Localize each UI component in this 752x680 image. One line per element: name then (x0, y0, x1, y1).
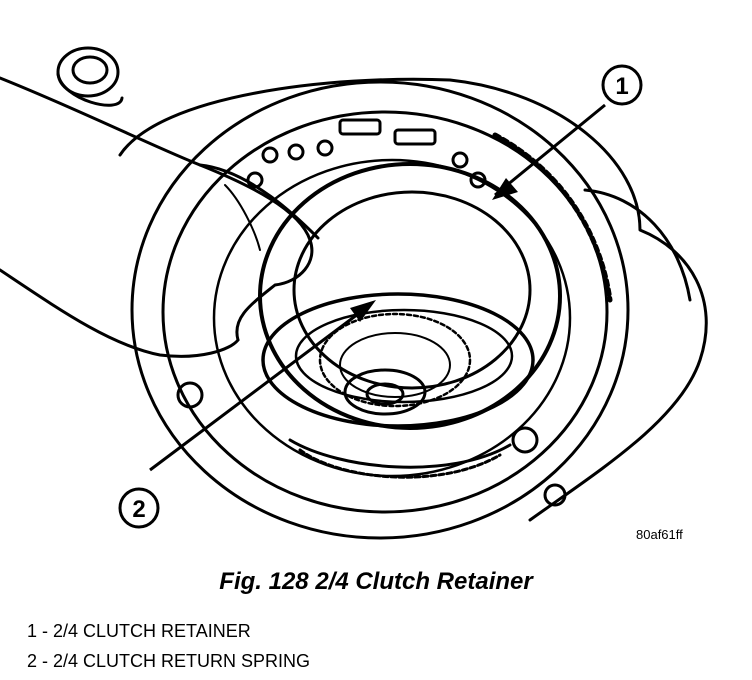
hole-3 (316, 139, 334, 157)
hole-8 (511, 426, 539, 454)
hub-inner (365, 382, 405, 406)
hand-knuckle (224, 184, 261, 251)
boss-outer (56, 46, 120, 98)
gear-ring (318, 312, 472, 408)
callout-2-arrowhead (350, 300, 376, 322)
hole-7 (176, 381, 204, 409)
return-spring-inner (294, 308, 514, 404)
boss-neck (56, 72, 124, 107)
callout-1-circle (601, 64, 643, 106)
lower-gear-band (298, 448, 502, 479)
legend: 1 - 2/4 CLUTCH RETAINER 2 - 2/4 CLUTCH R… (27, 616, 310, 676)
return-spring-outer (261, 292, 535, 428)
hole-1 (261, 146, 279, 164)
hole-9 (543, 483, 567, 507)
hand-finger (198, 163, 320, 240)
legend-item-2: 2 - 2/4 CLUTCH RETURN SPRING (27, 651, 311, 671)
case-outline (118, 77, 708, 522)
callout-1-leader (494, 103, 606, 197)
callout-2-leader (149, 303, 371, 472)
boss-inner (71, 55, 109, 85)
slot-1 (393, 128, 437, 146)
callout-2-number: 2 (132, 496, 145, 523)
illustration-svg: 1 2 (0, 46, 708, 540)
housing-ring-outer (130, 80, 630, 540)
callout-1-number: 1 (615, 73, 628, 100)
hub-outer (343, 368, 427, 416)
legend-item-1: 1 - 2/4 CLUTCH RETAINER (27, 621, 251, 641)
callout-2-circle (118, 487, 160, 529)
hole-5 (469, 171, 487, 189)
callout-2: 2 (118, 300, 376, 529)
case-right-flange (583, 188, 692, 302)
housing-ring-2 (161, 110, 609, 514)
hand-lower (0, 268, 240, 358)
hole-4 (451, 151, 469, 169)
slot-2 (338, 118, 382, 136)
figure-caption: Fig. 128 2/4 Clutch Retainer (219, 568, 533, 595)
gear-ring-inner (339, 332, 451, 398)
lower-gear-band-2 (288, 438, 512, 469)
image-code: 80af61ff (636, 527, 683, 542)
hole-2 (287, 143, 305, 161)
retainer-inner (292, 190, 532, 390)
callout-1: 1 (492, 64, 643, 200)
clutch-retainer-illustration: 1 2 (0, 46, 708, 540)
callout-1-arrowhead (492, 178, 518, 200)
right-teeth-band (492, 132, 613, 303)
